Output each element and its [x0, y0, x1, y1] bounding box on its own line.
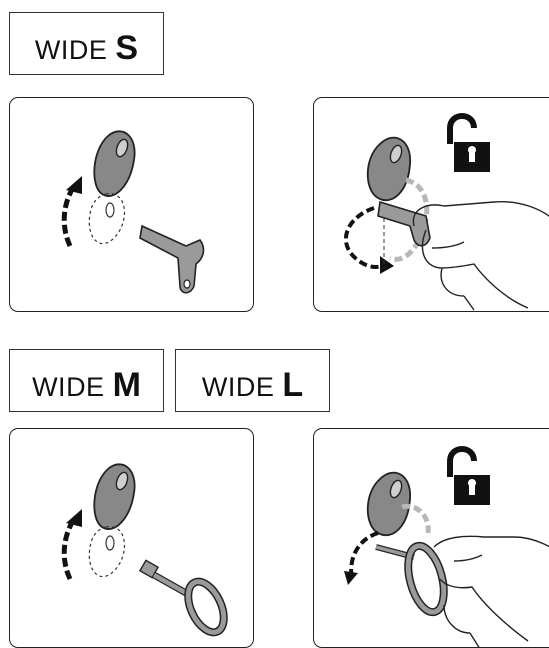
hand-icon [434, 536, 549, 648]
unlock-icon [450, 449, 490, 505]
key-s-icon [140, 226, 203, 293]
label-size-m: M [113, 366, 141, 405]
rotate-arrow-icon [64, 509, 82, 579]
rotate-arrow-icon [64, 176, 82, 246]
cap-icon [94, 131, 134, 196]
panel-ml-remove-cap [9, 428, 254, 648]
hand-icon [413, 202, 549, 310]
panel-ml-unlock [313, 428, 549, 648]
key-ml-icon [140, 560, 231, 638]
cap-icon [94, 464, 134, 529]
panel-s-remove-cap [9, 97, 254, 312]
dashed-cap-outline [89, 194, 124, 244]
label-wide-word: WIDE [32, 372, 105, 403]
label-wide-word: WIDE [35, 35, 108, 66]
label-size-l: L [282, 366, 303, 405]
key-ml-icon [376, 542, 450, 616]
label-wide-l: WIDE L [175, 349, 330, 412]
dashed-cap-outline [89, 527, 124, 577]
key-s-icon [378, 202, 430, 246]
label-wide-m: WIDE M [9, 349, 164, 412]
unlock-icon [450, 116, 490, 172]
label-size-s: S [115, 29, 138, 68]
label-wide-word: WIDE [202, 372, 275, 403]
cap-icon [368, 138, 410, 201]
panel-s-unlock [313, 97, 549, 312]
label-wide-s: WIDE S [9, 12, 164, 75]
cap-icon [368, 473, 410, 536]
